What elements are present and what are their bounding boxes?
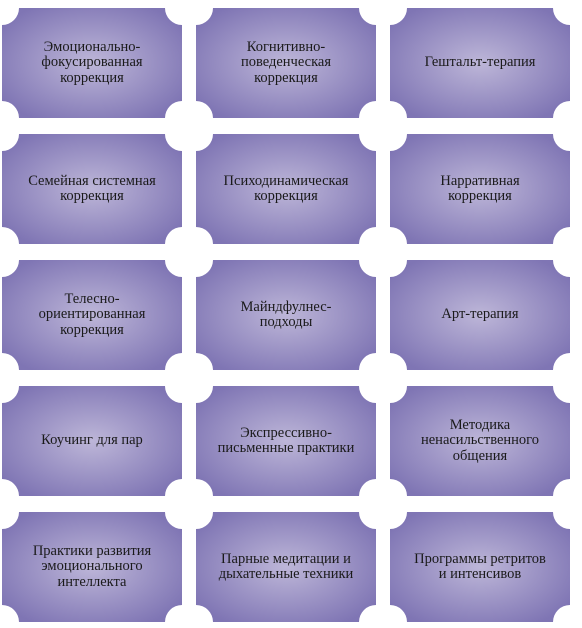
card-family-systemic: Семейная системная коррекция <box>2 134 182 244</box>
card-shape <box>196 386 376 496</box>
card-art-therapy: Арт-терапия <box>390 260 570 370</box>
card-background <box>390 512 570 622</box>
card-shape <box>390 260 570 370</box>
card-background <box>390 386 570 496</box>
card-emotional-intelligence: Практики развития эмоционального интелле… <box>2 512 182 622</box>
card-background <box>390 8 570 118</box>
card-shape <box>2 134 182 244</box>
card-shape <box>2 8 182 118</box>
card-body-oriented: Телесно- ориентированная коррекция <box>2 260 182 370</box>
card-background <box>196 134 376 244</box>
card-background <box>2 386 182 496</box>
card-nonviolent-communication: Методика ненасильственного общения <box>390 386 570 496</box>
card-narrative: Нарративная коррекция <box>390 134 570 244</box>
card-shape <box>390 8 570 118</box>
card-background <box>2 8 182 118</box>
card-couple-meditation: Парные медитации и дыхательные техники <box>196 512 376 622</box>
card-couples-coaching: Коучинг для пар <box>2 386 182 496</box>
card-background <box>390 134 570 244</box>
card-retreat-programs: Программы ретритов и интенсивов <box>390 512 570 622</box>
card-shape <box>196 512 376 622</box>
card-shape <box>390 512 570 622</box>
card-gestalt: Гештальт-терапия <box>390 8 570 118</box>
card-shape <box>390 386 570 496</box>
card-background <box>196 386 376 496</box>
card-shape <box>2 512 182 622</box>
card-shape <box>196 134 376 244</box>
card-background <box>196 8 376 118</box>
card-shape <box>390 134 570 244</box>
card-psychodynamic: Психодинамическая коррекция <box>196 134 376 244</box>
card-background <box>2 134 182 244</box>
card-expressive-writing: Экспрессивно- письменные практики <box>196 386 376 496</box>
card-shape <box>2 260 182 370</box>
card-emotion-focused: Эмоционально- фокусированная коррекция <box>2 8 182 118</box>
card-shape <box>196 260 376 370</box>
card-shape <box>2 386 182 496</box>
card-background <box>196 512 376 622</box>
card-background <box>2 260 182 370</box>
card-background <box>390 260 570 370</box>
card-shape <box>196 8 376 118</box>
card-background <box>2 512 182 622</box>
card-cognitive-behavioral: Когнитивно- поведенческая коррекция <box>196 8 376 118</box>
card-mindfulness: Майндфулнес- подходы <box>196 260 376 370</box>
card-background <box>196 260 376 370</box>
